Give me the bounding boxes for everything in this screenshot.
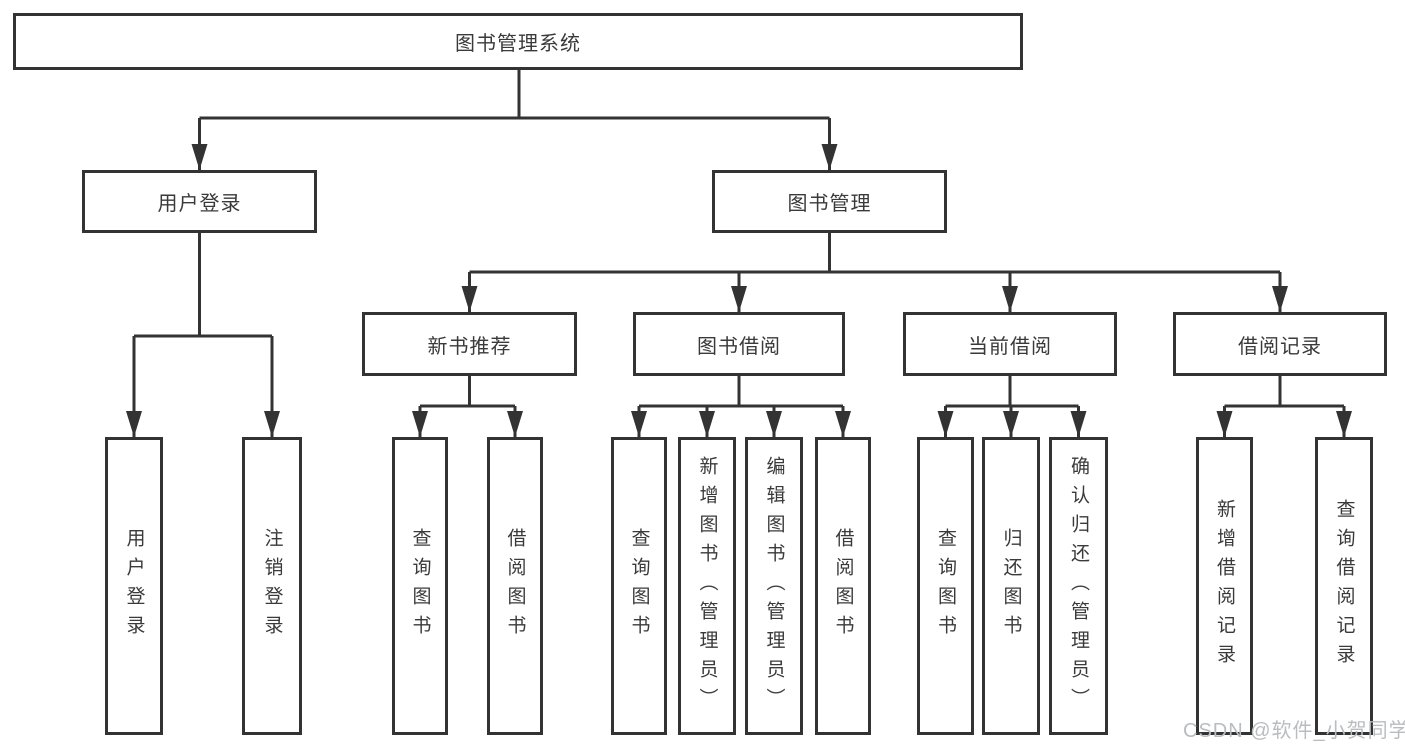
- connector-book-management: [461, 233, 1288, 312]
- node-book-borrow: 图书借阅: [633, 312, 845, 376]
- leaf-label: 注销登录: [261, 528, 283, 644]
- node-leaf-edit-books-admin: 编辑图书（管理员）: [745, 437, 803, 735]
- connector-user-login: [126, 233, 280, 437]
- leaf-label: 查询图书: [409, 528, 431, 644]
- node-leaf-user-login: 用户登录: [105, 437, 163, 735]
- node-leaf-borrow-books: 借阅图书: [815, 437, 871, 735]
- leaf-label: 确认归还（管理员）: [1068, 455, 1089, 717]
- connector-book-borrow: [631, 376, 851, 437]
- node-leaf-query-books-recommend: 查询图书: [392, 437, 448, 735]
- node-leaf-add-borrow-record: 新增借阅记录: [1196, 437, 1253, 735]
- leaf-label: 查询借阅记录: [1333, 499, 1355, 673]
- node-leaf-add-books-admin: 新增图书（管理员）: [678, 437, 736, 735]
- connector-new-book-recommend: [412, 376, 523, 437]
- leaf-label: 新增借阅记录: [1214, 499, 1235, 673]
- node-leaf-borrow-books-recommend: 借阅图书: [487, 437, 543, 735]
- node-root: 图书管理系统: [13, 13, 1023, 70]
- leaf-label: 编辑图书（管理员）: [763, 455, 785, 717]
- node-borrow-records: 借阅记录: [1173, 312, 1387, 376]
- node-new-book-recommend: 新书推荐: [362, 312, 577, 376]
- leaf-label: 查询图书: [628, 528, 650, 644]
- node-leaf-return-books: 归还图书: [982, 437, 1040, 735]
- node-leaf-query-books-current: 查询图书: [917, 437, 974, 735]
- node-leaf-confirm-return-admin: 确认归还（管理员）: [1049, 437, 1108, 735]
- node-current-borrow: 当前借阅: [903, 312, 1117, 376]
- node-user-login: 用户登录: [82, 170, 317, 233]
- node-leaf-query-borrow-record: 查询借阅记录: [1315, 437, 1373, 735]
- leaf-label: 查询图书: [935, 528, 956, 644]
- node-leaf-query-books-borrow: 查询图书: [611, 437, 667, 735]
- connector-current-borrow: [937, 376, 1087, 437]
- leaf-label: 借阅图书: [832, 528, 854, 644]
- connector-root: [191, 70, 838, 170]
- connector-borrow-records: [1216, 376, 1352, 437]
- leaf-label: 新增图书（管理员）: [696, 455, 718, 717]
- leaf-label: 用户登录: [123, 528, 145, 644]
- node-leaf-logout: 注销登录: [242, 437, 302, 735]
- leaf-label: 归还图书: [1000, 528, 1022, 644]
- node-book-management: 图书管理: [712, 170, 947, 233]
- leaf-label: 借阅图书: [504, 528, 526, 644]
